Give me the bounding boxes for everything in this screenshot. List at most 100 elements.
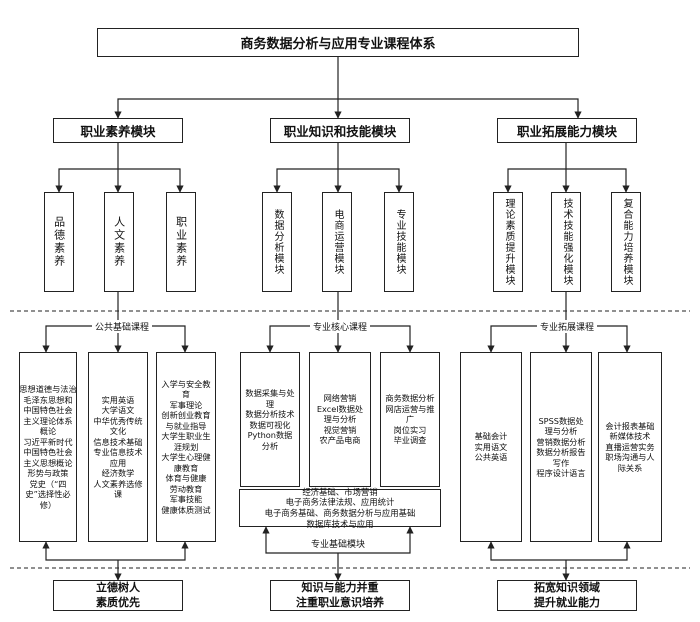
course-item: 习近平新时代	[23, 436, 73, 447]
course-item: 新媒体技术	[609, 431, 651, 442]
course-item: 大学生职业生	[161, 431, 211, 442]
course-item: 实用语文	[474, 441, 508, 452]
course-item: 课	[113, 489, 123, 499]
goal-line: 立德树人	[96, 581, 140, 595]
course-item: 劳动教育	[169, 483, 203, 494]
course-item: 涯规划	[173, 441, 199, 452]
course-item: 网络营销	[323, 393, 357, 404]
course-item: 经济数学	[101, 468, 135, 478]
course-item: 实用英语	[101, 394, 135, 405]
course-item: 理与分析	[544, 426, 578, 436]
course-item: 数据可视化	[249, 419, 291, 430]
course-item: Python数据	[247, 430, 293, 440]
course-item: 文化	[109, 426, 127, 436]
course-item: 应用	[109, 457, 127, 468]
course-item: 数据分析报告	[536, 447, 586, 457]
course-item: 创新创业教育	[161, 410, 211, 421]
module-header-professional-quality: 职业素养模块	[53, 118, 183, 143]
course-item: 体育与健康	[165, 473, 207, 484]
course-item: 专业信息技术	[93, 447, 143, 457]
course-item: 商务数据分析	[385, 393, 435, 404]
goal-line: 拓宽知识领域	[534, 581, 600, 595]
goal-line: 提升就业能力	[534, 595, 600, 609]
course-item: Excel数据处	[316, 403, 364, 414]
course-list-culture: 实用英语 大学语文 中华优秀传统 文化 信息技术基础 专业信息技术 应用 经济数…	[88, 352, 148, 542]
diagram-title: 商务数据分析与应用专业课程体系	[97, 28, 579, 57]
group-label-public-basic: 公共基础课程	[92, 320, 153, 333]
course-item: 与就业指导	[165, 420, 207, 431]
goal-box-employability: 拓宽知识领域 提升就业能力	[497, 580, 637, 611]
group-label-professional-expansion: 专业拓展课程	[537, 320, 598, 333]
course-item: 信息技术基础	[93, 436, 143, 447]
goal-line: 素质优先	[96, 595, 140, 609]
course-item: 直播运营实务	[605, 441, 655, 452]
course-item: 主义理论体系	[23, 415, 73, 426]
sub-box-technical-skills: 技术技能强化模块	[551, 192, 581, 292]
course-item: 思想道德与法治	[19, 384, 77, 394]
course-item: 理与分析	[323, 414, 357, 425]
goal-line: 注重职业意识培养	[296, 595, 384, 609]
course-item: 农产品电商	[319, 435, 361, 446]
course-item: 中国特色社会	[23, 447, 73, 457]
sub-box-label: 品德素养	[52, 216, 66, 268]
course-item: 广	[405, 414, 415, 425]
course-list-technical: SPSS数据处 理与分析 营销数据分析 数据分析报告 写作 程序设计语言	[530, 352, 592, 542]
course-item: 数据分析技术	[245, 409, 295, 419]
course-list-ideology: 思想道德与法治 毛泽东思想和 中国特色社会 主义理论体系 概论 习近平新时代 中…	[19, 352, 77, 542]
module-header-career-expansion: 职业拓展能力模块	[497, 118, 637, 143]
course-item: 际关系	[617, 462, 643, 473]
course-item: 概论	[39, 426, 57, 436]
course-item: 中国特色社会	[23, 405, 73, 415]
course-item: 大学语文	[101, 405, 135, 415]
sub-box-moral-quality: 品德素养	[44, 192, 74, 292]
sub-box-ecommerce-operation: 电商运营模块	[322, 192, 352, 292]
sub-box-theory-quality: 理论素质提升模块	[493, 192, 523, 292]
course-item: 史”选择性必	[25, 489, 71, 499]
course-item: 数据采集与处	[245, 388, 295, 398]
sub-box-compound-ability: 复合能力培养模块	[611, 192, 641, 292]
goal-box-knowledge-ability: 知识与能力并重 注重职业意识培养	[270, 580, 410, 611]
course-list-theory: 基础会计 实用语文 公共英语	[460, 352, 522, 542]
course-item: 毕业调查	[393, 435, 427, 446]
course-item: 中华优秀传统	[93, 415, 143, 426]
sub-box-data-analysis: 数据分析模块	[262, 192, 292, 292]
course-item: 康教育	[173, 462, 199, 473]
professional-basic-courses-box: 经济基础、市场营销 电子商务法律法规、应用统计 电子商务基础、商务数据分析与应用…	[239, 487, 441, 529]
course-item: 网店运营与推	[385, 403, 435, 414]
sub-box-label: 复合能力培养模块	[621, 198, 632, 286]
course-item: 军事技能	[169, 494, 203, 505]
sub-box-label: 电商运营模块	[332, 209, 343, 275]
course-list-ecommerce: 网络营销 Excel数据处 理与分析 视觉营销 农产品电商	[309, 352, 371, 487]
course-item: 修）	[39, 499, 57, 510]
sub-box-label: 专业技能模块	[394, 209, 405, 275]
sub-box-label: 数据分析模块	[272, 209, 283, 275]
course-list-general-education: 入学与安全教 育 军事理论 创新创业教育 与就业指导 大学生职业生 涯规划 大学…	[156, 352, 216, 542]
course-list-data-analysis: 数据采集与处 理 数据分析技术 数据可视化 Python数据 分析	[240, 352, 300, 487]
course-item: 职场沟通与人	[605, 452, 655, 463]
course-item: 视觉营销	[323, 424, 357, 435]
course-item: 分析	[261, 440, 279, 451]
sub-box-vocational-quality: 职业素养	[166, 192, 196, 292]
course-item: 毛泽东思想和	[23, 394, 73, 405]
course-item: 理	[265, 398, 275, 409]
course-item: 数据库技术与应用	[306, 518, 374, 529]
course-item: 人文素养选修	[93, 478, 143, 489]
course-item: 营销数据分析	[536, 436, 586, 447]
goal-box-moral-education: 立德树人 素质优先	[53, 580, 183, 611]
module-header-knowledge-skills: 职业知识和技能模块	[270, 118, 410, 143]
course-item: 军事理论	[169, 399, 203, 410]
course-item: 健康体质测试	[161, 504, 211, 515]
course-item: 电子商务基础、商务数据分析与应用基础	[264, 508, 416, 518]
group-label-professional-core: 专业核心课程	[310, 320, 371, 333]
course-item: 大学生心理健	[161, 452, 211, 463]
course-item: 岗位实习	[393, 424, 427, 435]
course-item: 电子商务法律法规、应用统计	[285, 497, 395, 508]
course-item: 育	[181, 389, 191, 400]
course-list-professional-skills: 商务数据分析 网店运营与推 广 岗位实习 毕业调查	[380, 352, 440, 487]
course-list-compound: 会计报表基础 新媒体技术 直播运营实务 职场沟通与人 际关系	[598, 352, 662, 542]
course-item: 形势与政策	[27, 468, 69, 478]
course-item: SPSS数据处	[538, 415, 584, 426]
goal-line: 知识与能力并重	[301, 581, 379, 595]
course-item: 主义思想概论	[23, 457, 73, 468]
course-item: 程序设计语言	[536, 468, 586, 478]
